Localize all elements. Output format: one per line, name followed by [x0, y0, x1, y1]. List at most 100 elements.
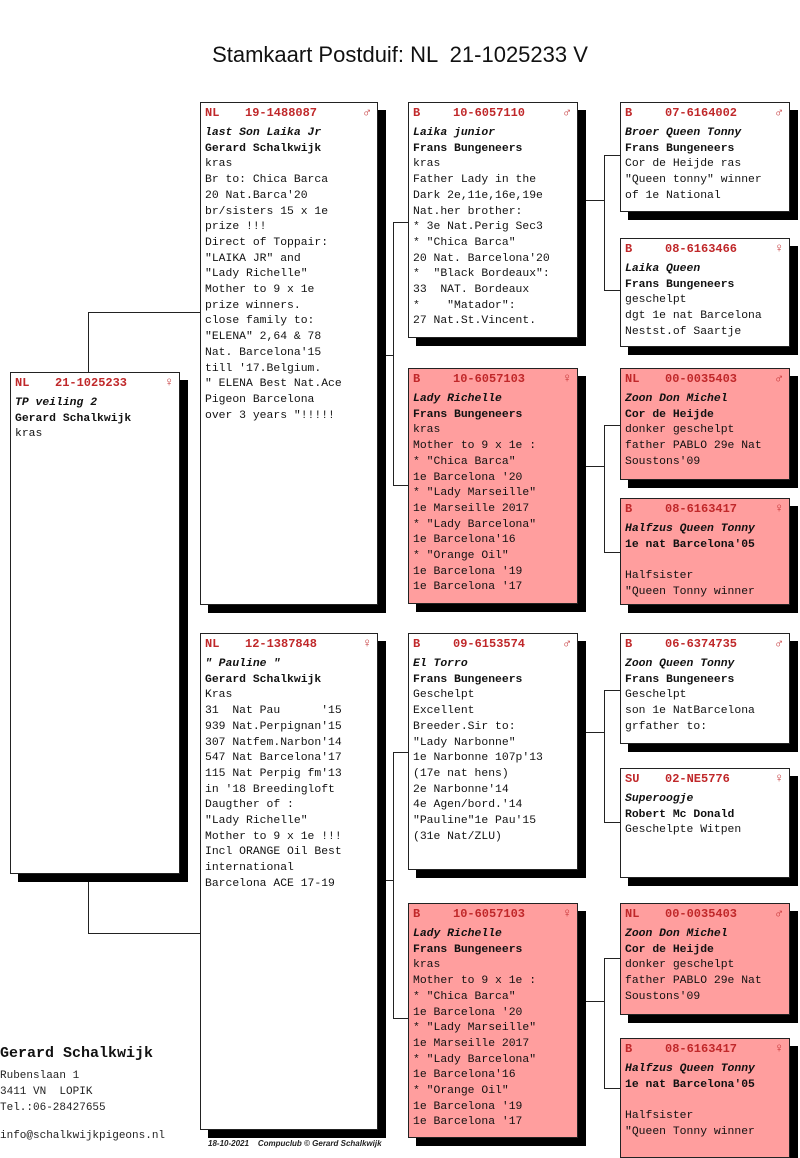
info-line: "LAIKA JR" and [205, 252, 301, 265]
breeder: 1e nat Barcelona'05 [625, 538, 755, 551]
info-line: father PABLO 29e Nat [625, 975, 762, 988]
owner-name: Gerard Schalkwijk [0, 1045, 154, 1062]
pigeon-name: Laika Queen [625, 263, 701, 275]
info-line: 1e Narbonne 107p'13 [413, 752, 543, 765]
connector-line [604, 425, 605, 552]
country-code: SU [625, 772, 640, 786]
info-line: Mother to 9 x 1e [205, 284, 315, 297]
info-line: "Queen Tonny winner [625, 585, 755, 598]
connector-line [604, 822, 620, 823]
info-line: of 1e National [625, 189, 721, 202]
info-line: Halfsister [625, 1110, 694, 1123]
info-line: 4e Agen/bord.'14 [413, 799, 523, 812]
info-line [625, 1093, 785, 1109]
info-line: dgt 1e nat Barcelona [625, 310, 762, 323]
female-icon: ♀ [775, 501, 783, 516]
owner-email[interactable]: info@schalkwijkpigeons.nl [0, 1130, 166, 1142]
owner-city: 3411 VN LOPIK [0, 1086, 93, 1098]
pigeon-name: Halfzus Queen Tonny [625, 1063, 755, 1075]
country-code: NL [205, 106, 220, 120]
connector-line [393, 222, 408, 223]
female-icon: ♀ [775, 771, 783, 786]
connector-line [578, 200, 604, 201]
ring: 08-6163417 [665, 1042, 738, 1056]
info-line: 547 Nat Barcelona'17 [205, 752, 342, 765]
connector-line [393, 1018, 408, 1019]
info-line: son 1e NatBarcelona [625, 705, 755, 718]
info-line: "Lady Narbonne" [413, 736, 516, 749]
ring: 00-0035403 [665, 907, 738, 921]
connector-line [378, 355, 393, 356]
info-line: Nat.her brother: [413, 205, 523, 218]
info-line: Br to: Chica Barca [205, 174, 329, 187]
connector-line [393, 222, 394, 486]
info-line: * "Orange Oil" [413, 1085, 509, 1098]
connector-line [604, 290, 620, 291]
info-line: Excellent [413, 705, 475, 718]
country-code: B [625, 242, 633, 256]
breeder: 1e nat Barcelona'05 [625, 1078, 755, 1091]
male-icon: ♂ [563, 105, 571, 120]
info-line: Mother to 9 x 1e : [413, 440, 537, 453]
ring: 08-6163417 [665, 502, 738, 516]
info-line: 1e Marseille 2017 [413, 502, 530, 515]
info-line: donker geschelpt [625, 424, 735, 437]
info-line: Kras [205, 689, 233, 702]
connector-line [578, 732, 604, 733]
female-icon: ♀ [363, 636, 371, 651]
info-line: international [205, 862, 294, 875]
pigeon-name: last Son Laika Jr [205, 127, 322, 139]
info-line: "Pauline"1e Pau'15 [413, 815, 537, 828]
connector-line [604, 155, 620, 156]
female-icon: ♀ [563, 906, 571, 921]
female-icon: ♀ [165, 375, 173, 390]
info-line: * "Black Bordeaux": [413, 268, 550, 281]
info-line: Soustons'09 [625, 455, 701, 468]
country-code: B [413, 907, 421, 921]
breeder: Frans Bungeneers [625, 142, 735, 155]
male-icon: ♂ [775, 371, 783, 386]
info-line: kras [15, 428, 43, 441]
info-line: Geschelpte Witpen [625, 824, 742, 837]
breeder: Frans Bungeneers [413, 142, 523, 155]
breeder: Cor de Heijde [625, 943, 714, 956]
country-code: B [413, 106, 421, 120]
info-line: * "Orange Oil" [413, 550, 509, 563]
connector-line [393, 752, 408, 753]
pigeon-name: Zoon Don Michel [625, 928, 728, 940]
info-line: * "Lady Marseille" [413, 1022, 537, 1035]
info-line: close family to: [205, 315, 315, 328]
pigeon-name: TP veiling 2 [15, 397, 98, 409]
info-line: kras [413, 158, 441, 171]
info-line: Geschelpt [625, 689, 687, 702]
pigeon-name: Halfzus Queen Tonny [625, 523, 755, 535]
pigeon-name: " Pauline " [205, 658, 281, 670]
ring: 10-6057103 [453, 372, 526, 386]
connector-line [88, 933, 200, 934]
connector-line [393, 752, 394, 1018]
pigeon-name: Lady Richelle [413, 928, 502, 940]
